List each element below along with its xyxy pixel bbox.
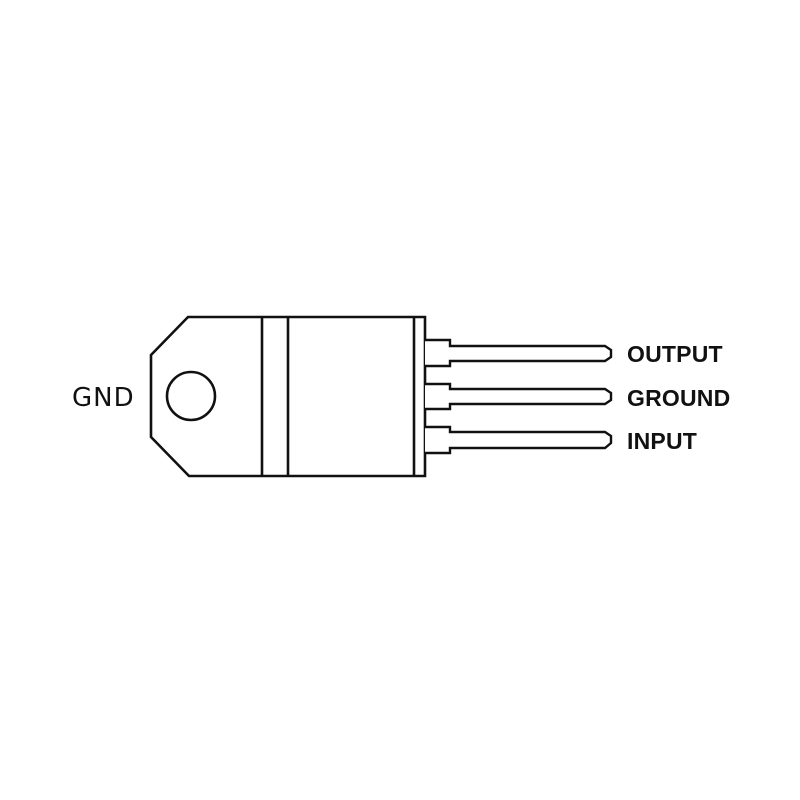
pin-1-label: OUTPUT <box>627 341 723 367</box>
mounting-hole <box>165 370 217 422</box>
pin-1-output <box>425 338 613 368</box>
pin-3-input <box>425 425 613 455</box>
pin-3-label: INPUT <box>627 428 697 454</box>
pin-2-ground <box>425 382 613 411</box>
pin-2-label: GROUND <box>627 385 731 411</box>
tab-gnd-label: GND <box>72 383 135 413</box>
